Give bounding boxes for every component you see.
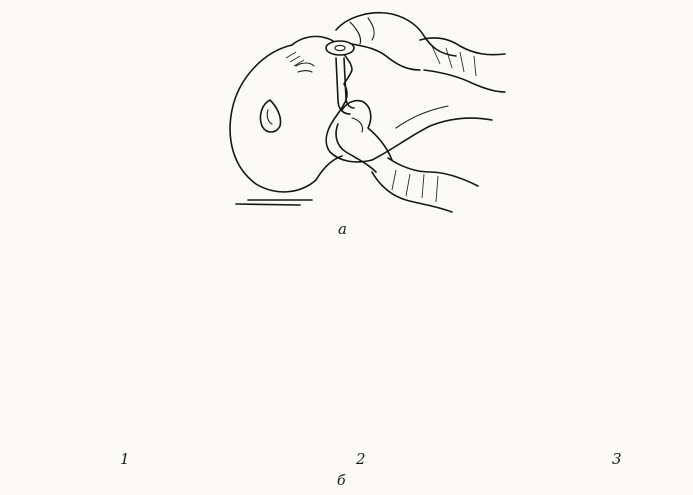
panel-b-label: б bbox=[337, 474, 346, 488]
panel-a-drawing bbox=[230, 13, 505, 212]
step-3-label: 3 bbox=[612, 452, 622, 467]
step-2-label: 2 bbox=[356, 452, 366, 467]
step-1-label: 1 bbox=[120, 452, 130, 467]
panel-a-label: а bbox=[338, 222, 347, 237]
